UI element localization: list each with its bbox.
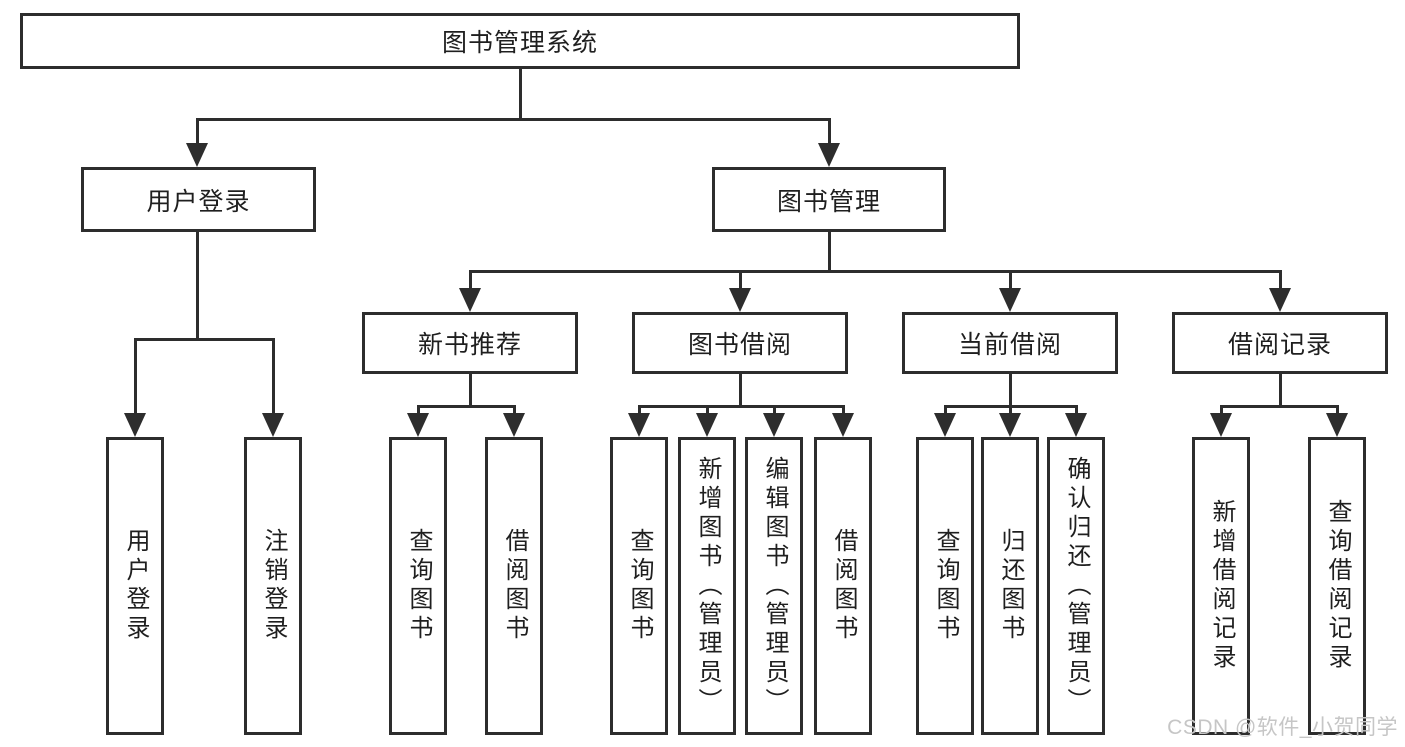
connector-hline: [417, 405, 515, 408]
leaf-query-books-current-label: 查询图书: [932, 528, 959, 644]
arrow-down-icon: [696, 413, 718, 437]
connector-arrow-stem: [134, 338, 137, 417]
connector-arrow-stem: [828, 118, 831, 147]
watermark: CSDN @软件_小贺同学: [1167, 716, 1398, 739]
arrow-down-icon: [999, 288, 1021, 312]
leaf-query-books-recommend-label: 查询图书: [405, 528, 432, 644]
arrow-down-icon: [186, 143, 208, 167]
node-book-borrowing: 图书借阅: [632, 312, 848, 374]
node-new-book-recommendation: 新书推荐: [362, 312, 578, 374]
leaf-query-books-current: 查询图书: [916, 437, 974, 735]
leaf-add-borrow-record-label: 新增借阅记录: [1208, 499, 1235, 673]
leaf-add-books-admin: 新增图书（管理员）: [678, 437, 736, 735]
node-current-borrowing: 当前借阅: [902, 312, 1118, 374]
connector-hline: [469, 270, 1281, 273]
node-book-borrowing-label: 图书借阅: [687, 331, 792, 359]
connector-arrow-stem: [272, 338, 275, 417]
connector-arrow-stem: [1279, 270, 1282, 292]
leaf-query-books-borrowing-label: 查询图书: [626, 528, 653, 644]
node-user-login-label: 用户登录: [146, 187, 251, 216]
connector-vline: [1009, 374, 1012, 408]
connector-arrow-stem: [739, 270, 742, 292]
leaf-query-borrow-record-label: 查询借阅记录: [1324, 499, 1351, 673]
leaf-edit-books-admin-label: 编辑图书（管理员）: [761, 455, 788, 717]
node-root-label: 图书管理系统: [441, 29, 598, 57]
arrow-down-icon: [934, 413, 956, 437]
leaf-return-books: 归还图书: [981, 437, 1039, 735]
leaf-query-borrow-record: 查询借阅记录: [1308, 437, 1366, 735]
connector-arrow-stem: [1220, 405, 1223, 417]
connector-arrow-stem: [1009, 270, 1012, 292]
leaf-borrow-books-recommend-label: 借阅图书: [501, 528, 528, 644]
arrow-down-icon: [763, 413, 785, 437]
connector-arrow-stem: [1075, 405, 1078, 417]
arrow-down-icon: [1326, 413, 1348, 437]
connector-vline: [1279, 374, 1282, 408]
connector-arrow-stem: [1336, 405, 1339, 417]
leaf-logout-label: 注销登录: [260, 528, 287, 644]
arrow-down-icon: [1269, 288, 1291, 312]
connector-arrow-stem: [469, 270, 472, 292]
leaf-logout: 注销登录: [244, 437, 302, 735]
connector-hline: [196, 118, 830, 121]
arrow-down-icon: [407, 413, 429, 437]
leaf-user-login-label: 用户登录: [122, 528, 149, 644]
arrow-down-icon: [503, 413, 525, 437]
leaf-query-books-borrowing: 查询图书: [610, 437, 668, 735]
connector-hline: [134, 338, 274, 341]
connector-vline: [828, 232, 831, 273]
connector-arrow-stem: [944, 405, 947, 417]
connector-vline: [519, 69, 522, 121]
node-root: 图书管理系统: [20, 13, 1020, 69]
node-current-borrowing-label: 当前借阅: [957, 331, 1062, 359]
leaf-add-books-admin-label: 新增图书（管理员）: [694, 455, 721, 717]
arrow-down-icon: [628, 413, 650, 437]
leaf-confirm-return-admin: 确认归还（管理员）: [1047, 437, 1105, 735]
leaf-confirm-return-admin-label: 确认归还（管理员）: [1063, 455, 1090, 717]
arrow-down-icon: [124, 413, 146, 437]
node-borrowing-records-label: 借阅记录: [1227, 331, 1332, 359]
node-user-login: 用户登录: [81, 167, 316, 232]
arrow-down-icon: [729, 288, 751, 312]
connector-vline: [196, 232, 199, 341]
leaf-borrow-books-recommend: 借阅图书: [485, 437, 543, 735]
connector-hline: [638, 405, 844, 408]
node-book-management: 图书管理: [712, 167, 946, 232]
connector-arrow-stem: [773, 405, 776, 417]
arrow-down-icon: [459, 288, 481, 312]
leaf-return-books-label: 归还图书: [997, 528, 1024, 644]
leaf-borrow-books-borrowing-label: 借阅图书: [830, 528, 857, 644]
arrow-down-icon: [832, 413, 854, 437]
leaf-borrow-books-borrowing: 借阅图书: [814, 437, 872, 735]
arrow-down-icon: [1210, 413, 1232, 437]
leaf-user-login: 用户登录: [106, 437, 164, 735]
connector-arrow-stem: [1009, 405, 1012, 417]
node-borrowing-records: 借阅记录: [1172, 312, 1388, 374]
connector-arrow-stem: [417, 405, 420, 417]
connector-arrow-stem: [196, 118, 199, 147]
arrow-down-icon: [818, 143, 840, 167]
leaf-edit-books-admin: 编辑图书（管理员）: [745, 437, 803, 735]
node-book-management-label: 图书管理: [776, 187, 881, 216]
connector-arrow-stem: [706, 405, 709, 417]
connector-vline: [469, 374, 472, 408]
connector-vline: [739, 374, 742, 408]
node-new-book-recommendation-label: 新书推荐: [417, 331, 522, 359]
arrow-down-icon: [999, 413, 1021, 437]
connector-arrow-stem: [638, 405, 641, 417]
connector-arrow-stem: [513, 405, 516, 417]
arrow-down-icon: [1065, 413, 1087, 437]
connector-arrow-stem: [842, 405, 845, 417]
leaf-query-books-recommend: 查询图书: [389, 437, 447, 735]
leaf-add-borrow-record: 新增借阅记录: [1192, 437, 1250, 735]
connector-hline: [1220, 405, 1338, 408]
arrow-down-icon: [262, 413, 284, 437]
